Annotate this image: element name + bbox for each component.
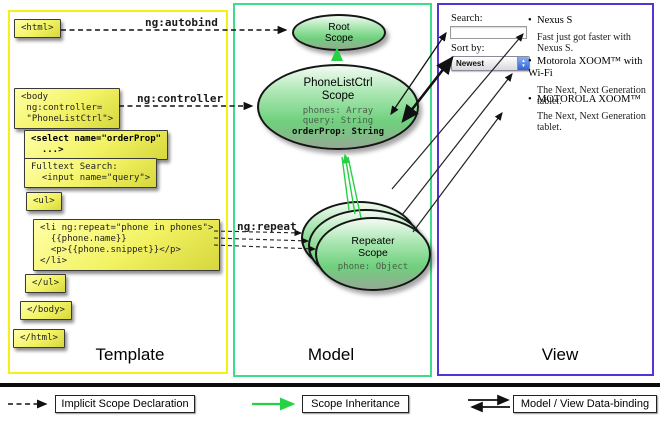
item-title: Motorola XOOM™ with Wi-Fi: [528, 56, 643, 79]
ng-repeat-label: ng:repeat: [237, 220, 297, 233]
root-scope-title: Root Scope: [324, 21, 354, 44]
legend-implicit-scope-box: Implicit Scope Declaration: [55, 395, 195, 413]
body-close-tag-box: </body>: [20, 301, 72, 320]
bullet-icon: •: [528, 56, 532, 67]
ng-autobind-label: ng:autobind: [145, 16, 218, 29]
ul-close-tag-box: </ul>: [25, 274, 67, 293]
repeater-scope-front-ellipse: Repeater Scope phone: Object: [315, 217, 431, 291]
item-snippet: Fast just got faster with Nexus S.: [537, 32, 631, 54]
body-open-tag-box: <body ng:controller= "PhoneListCtrl">: [14, 88, 121, 129]
list-item: • Nexus S Fast just got faster with Nexus…: [528, 15, 650, 54]
sort-dropdown-value: Newest: [456, 59, 485, 68]
repeater-scope-title: Repeater Scope: [351, 235, 395, 260]
phone-prop: phone: Object: [337, 262, 409, 273]
template-column-title: Template: [95, 345, 165, 364]
item-snippet: The Next, Next Generation tablet.: [537, 111, 646, 133]
sort-by-label: Sort by:: [451, 43, 485, 54]
list-item: • MOTOROLA XOOM™ The Next, Next Generatio…: [528, 94, 650, 133]
search-input[interactable]: [450, 26, 527, 39]
select-tag-box: <select name="orderProp" ...>: [24, 130, 169, 160]
template-column-frame: [8, 10, 228, 374]
ng-controller-label: ng:controller: [137, 92, 224, 105]
bullet-icon: •: [528, 94, 532, 105]
html-open-tag-box: <html>: [14, 19, 61, 38]
item-title: Nexus S: [537, 15, 573, 26]
orderprop-prop: orderProp: String: [291, 126, 385, 137]
item-title: MOTOROLA XOOM™: [537, 94, 641, 105]
search-label: Search:: [451, 13, 483, 24]
model-column-frame: [233, 3, 432, 377]
html-close-tag-box: </html>: [13, 329, 65, 348]
sort-dropdown[interactable]: Newest ▲▼: [451, 56, 530, 71]
query-prop: query: String: [302, 116, 374, 127]
ul-open-tag-box: <ul>: [26, 192, 62, 211]
view-column-title: View: [541, 345, 579, 364]
li-repeat-box: <li ng:repeat="phone in phones"> {{phone…: [33, 219, 221, 271]
legend-separator-line: [0, 383, 660, 387]
fulltext-search-box: Fulltext Search: <input name="query">: [24, 158, 158, 188]
phones-prop: phones: Array: [302, 105, 374, 116]
phonelistctrl-scope-title: PhoneListCtrl Scope: [303, 76, 373, 102]
model-column-title: Model: [307, 345, 355, 364]
bullet-icon: •: [528, 15, 532, 26]
legend-scope-inheritance-box: Scope Inheritance: [302, 395, 409, 413]
phonelistctrl-scope-ellipse: PhoneListCtrl Scope phones: Array query:…: [257, 64, 419, 150]
item-snippet: The Next, Next Generation tablet.: [537, 85, 646, 107]
legend-data-binding-box: Model / View Data-binding: [513, 395, 657, 413]
root-scope-ellipse: Root Scope: [292, 14, 386, 51]
list-item: •Motorola XOOM™ with Wi-Fi The Next, Nex…: [528, 56, 650, 107]
